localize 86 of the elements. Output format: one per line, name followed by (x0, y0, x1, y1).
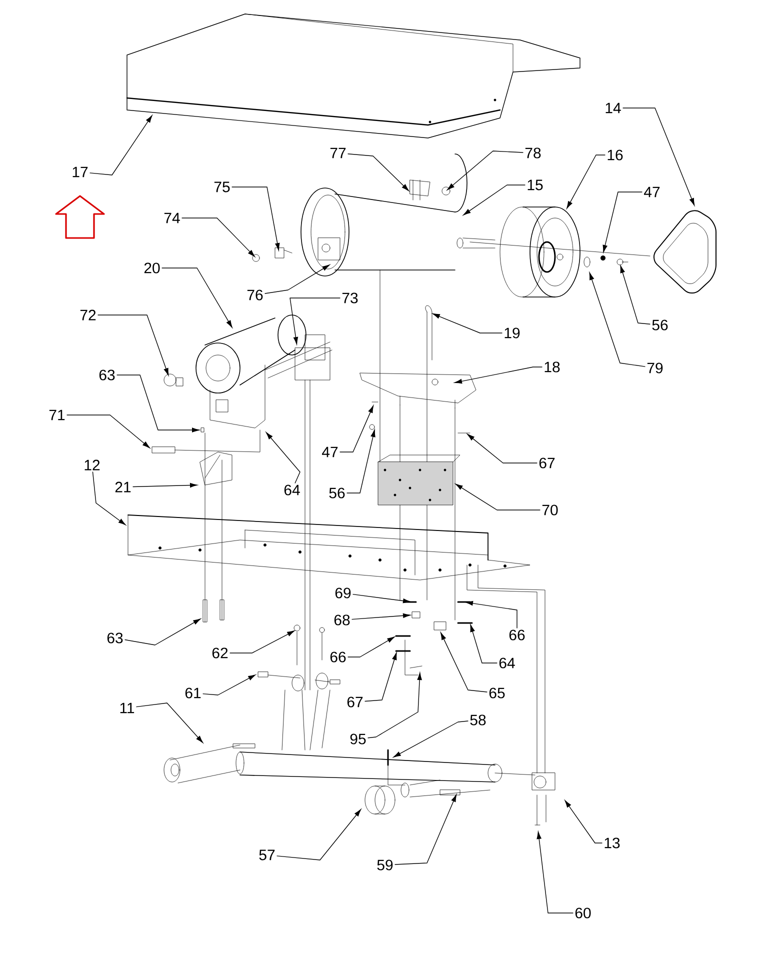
leader-line (454, 366, 542, 384)
leader-line (566, 154, 606, 209)
callout-number: 59 (377, 860, 393, 870)
callout-number: 21 (115, 482, 131, 492)
callout-number: 12 (84, 460, 100, 470)
leader-line (467, 434, 538, 464)
callout-number: 47 (644, 186, 660, 198)
leader-line (364, 652, 397, 702)
callout-number: 77 (330, 148, 346, 158)
leader-line (202, 674, 256, 696)
leader-line (232, 186, 280, 250)
leader-line (290, 298, 340, 344)
leader-line (432, 313, 502, 334)
callout-number: 56 (329, 488, 345, 498)
callout-number: 62 (212, 648, 228, 658)
callout-number: 14 (606, 102, 621, 114)
leader-line (92, 472, 126, 526)
callout-number: 71 (49, 410, 65, 420)
callout-number: 75 (214, 182, 230, 192)
leader-line (266, 432, 300, 484)
leader-line (348, 636, 395, 658)
leader-line (340, 405, 374, 452)
leader-line (276, 809, 362, 860)
callout-number: 68 (334, 614, 350, 626)
leader-line (620, 266, 650, 324)
callout-number: 73 (342, 292, 358, 304)
callout-number: 16 (608, 150, 623, 160)
callout-number: 69 (335, 588, 351, 598)
leader-line (348, 154, 409, 192)
leader-line (136, 702, 204, 743)
callout-number: 19 (504, 328, 520, 338)
callout-number: 72 (80, 310, 96, 320)
callout-number: 64 (284, 484, 300, 496)
callout-number: 47 (322, 446, 338, 458)
callout-number: 61 (185, 688, 201, 698)
leader-line (463, 184, 526, 216)
callout-number: 64 (499, 658, 515, 668)
callout-number: 17 (72, 166, 88, 178)
leader-line (66, 414, 150, 448)
leader-line (116, 374, 200, 432)
callout-number: 67 (539, 458, 555, 468)
callout-number: 78 (525, 148, 541, 158)
callout-number: 13 (604, 838, 620, 848)
callout-number: 70 (542, 504, 558, 516)
callout-number: 20 (144, 262, 160, 274)
leader-line (90, 115, 152, 176)
leader-line (230, 630, 295, 654)
callout-number: 18 (544, 362, 560, 372)
callout-number: 95 (350, 734, 366, 744)
callout-number: 11 (120, 702, 134, 714)
leader-line (589, 272, 646, 367)
leader-line (98, 314, 169, 376)
callout-number: 66 (330, 652, 346, 662)
leader-line (162, 268, 232, 328)
leader-line (622, 108, 695, 206)
leader-line (352, 613, 410, 620)
leader-line (470, 624, 498, 664)
leader-line (466, 601, 518, 628)
callout-number: 58 (470, 714, 486, 726)
callout-number: 15 (528, 180, 543, 190)
callout-number: 66 (509, 630, 525, 640)
leader-line (394, 794, 457, 865)
leader-line (393, 720, 468, 758)
callout-number: 76 (247, 290, 263, 300)
leader-line (455, 484, 540, 510)
leader-line (602, 192, 642, 252)
leader-line (346, 430, 376, 494)
leader-line (564, 800, 602, 844)
leader-line (352, 594, 410, 604)
callout-number: 63 (99, 370, 115, 380)
callout-number: 56 (652, 320, 668, 330)
leader-line (440, 632, 488, 692)
callout-number: 60 (575, 908, 591, 918)
callout-number: 63 (107, 632, 123, 644)
callout-number: 74 (164, 212, 180, 224)
leader-line (182, 218, 255, 257)
callout-number: 67 (347, 696, 363, 708)
leader-line (447, 150, 524, 190)
leader-line (124, 618, 201, 646)
callout-number: 57 (259, 850, 275, 860)
leader-line (264, 264, 330, 294)
leader-line (368, 672, 422, 738)
leader-line (132, 482, 198, 488)
leader-line (536, 832, 574, 914)
callout-number: 65 (489, 688, 505, 698)
callout-number: 79 (647, 362, 663, 374)
